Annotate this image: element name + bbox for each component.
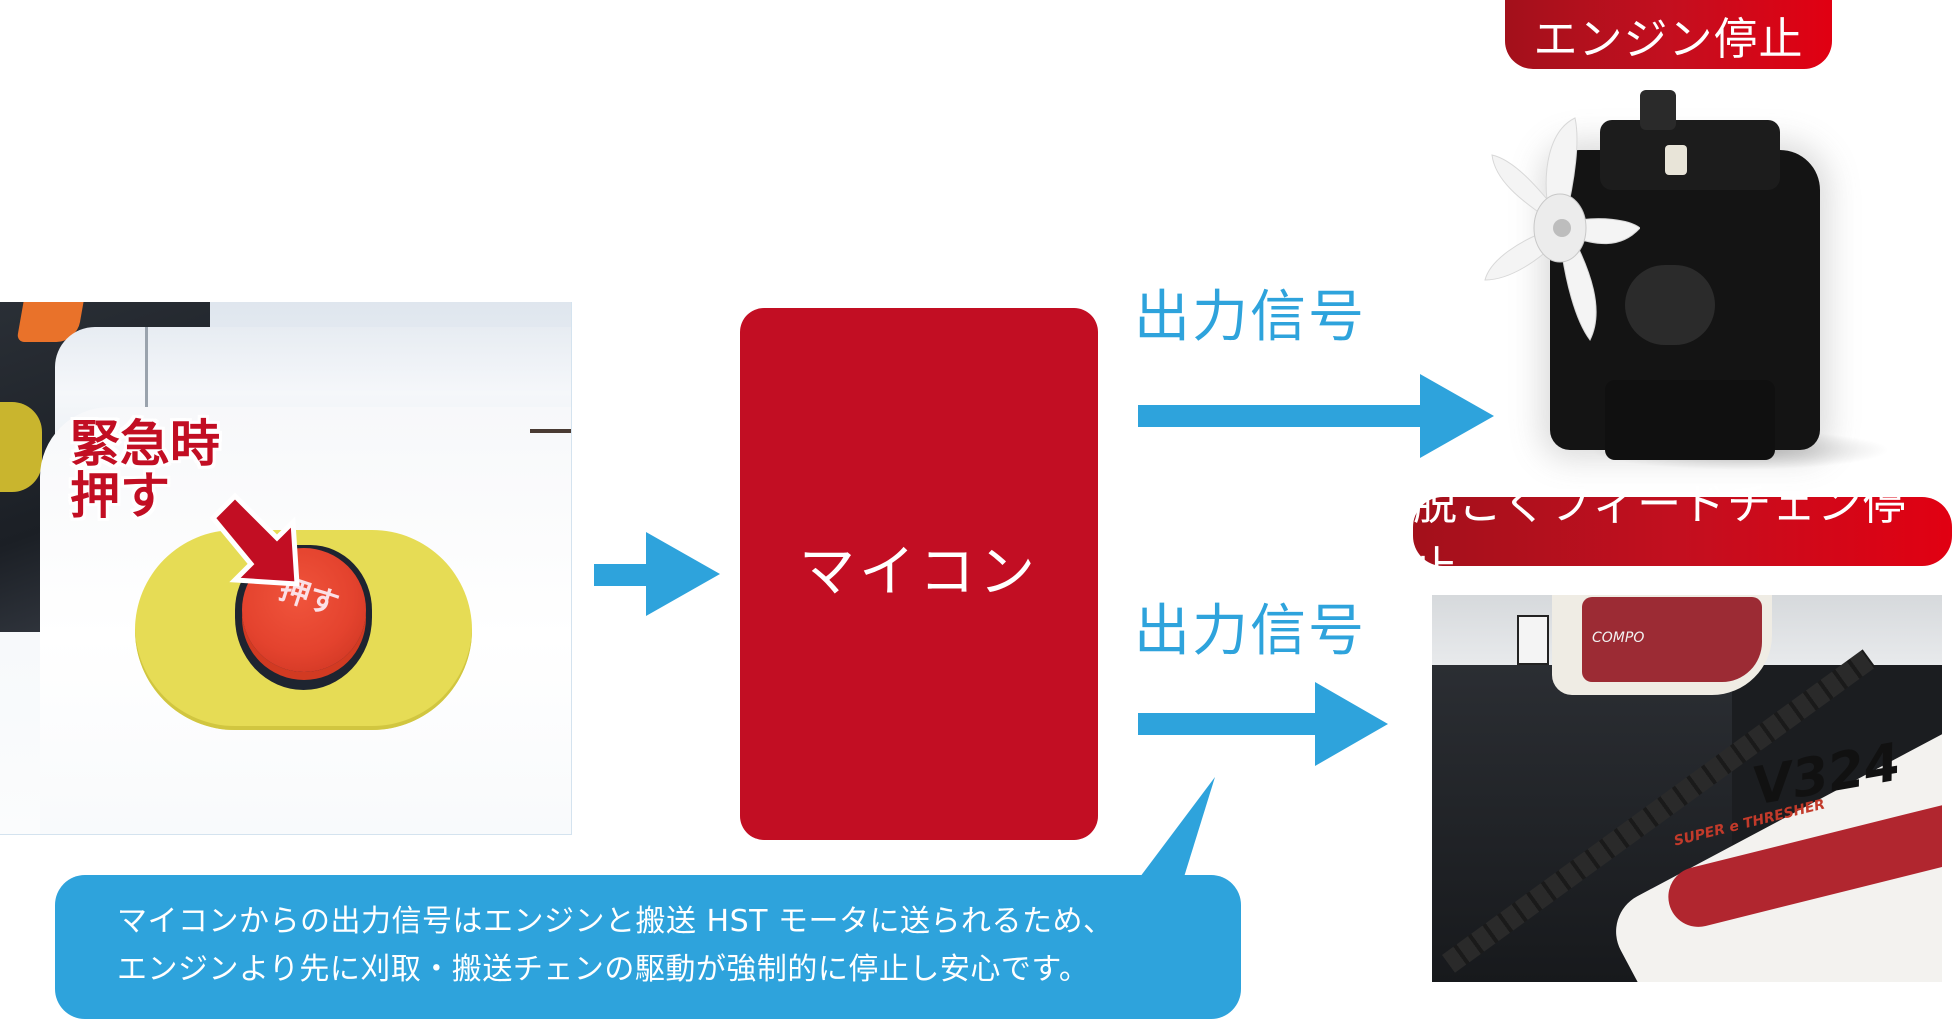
emergency-callout: 緊急時 押す (70, 418, 220, 522)
engine-intake (1640, 90, 1676, 130)
input-arrow-icon (594, 532, 720, 616)
engine-stop-badge: エンジン停止 (1505, 0, 1832, 69)
panel-logo: COMPO (1592, 630, 1645, 646)
feed-chain-stop-badge: 脱こくフィードチェン停止 (1413, 479, 1952, 594)
microcontroller-label: マイコン (799, 539, 1039, 605)
callout-line-2: 押す (70, 467, 170, 525)
emergency-stop-photo: 押す 緊急時 押す (0, 302, 572, 835)
output-arrow-2-icon (1138, 682, 1388, 766)
photo-panel-notch (530, 429, 571, 433)
thresher-red-panel (1582, 597, 1762, 682)
output-signal-label-1: 出力信号 (1134, 285, 1366, 350)
output-signal-label-2: 出力信号 (1134, 599, 1366, 664)
photo-yellow-knob (0, 402, 42, 492)
engine-fan-icon (1480, 110, 1641, 350)
engine-oil-cap (1665, 145, 1687, 175)
bubble-tail (1140, 777, 1220, 877)
engine-head (1600, 120, 1780, 190)
warning-sticker (1517, 615, 1549, 665)
photo-hood-seam (145, 327, 148, 417)
info-bubble (55, 875, 1241, 1019)
press-arrow-icon (205, 488, 315, 598)
callout-line-1: 緊急時 (70, 415, 220, 473)
engine-alternator (1625, 265, 1715, 345)
microcontroller-box: マイコン (740, 308, 1098, 840)
info-line-2: エンジンより先に刈取・搬送チェンの駆動が強制的に停止し安心です。 (117, 952, 1090, 987)
info-bubble-text: マイコンからの出力信号はエンジンと搬送 HST モータに送られるため、 エンジン… (117, 898, 1114, 994)
engine-oil-pan (1605, 380, 1775, 460)
output-arrow-1-icon (1138, 374, 1494, 458)
engine-photo (1480, 90, 1890, 480)
info-line-1: マイコンからの出力信号はエンジンと搬送 HST モータに送られるため、 (117, 904, 1114, 939)
thresher-photo: COMPO SUPER e THRESHER V324 (1432, 595, 1942, 982)
